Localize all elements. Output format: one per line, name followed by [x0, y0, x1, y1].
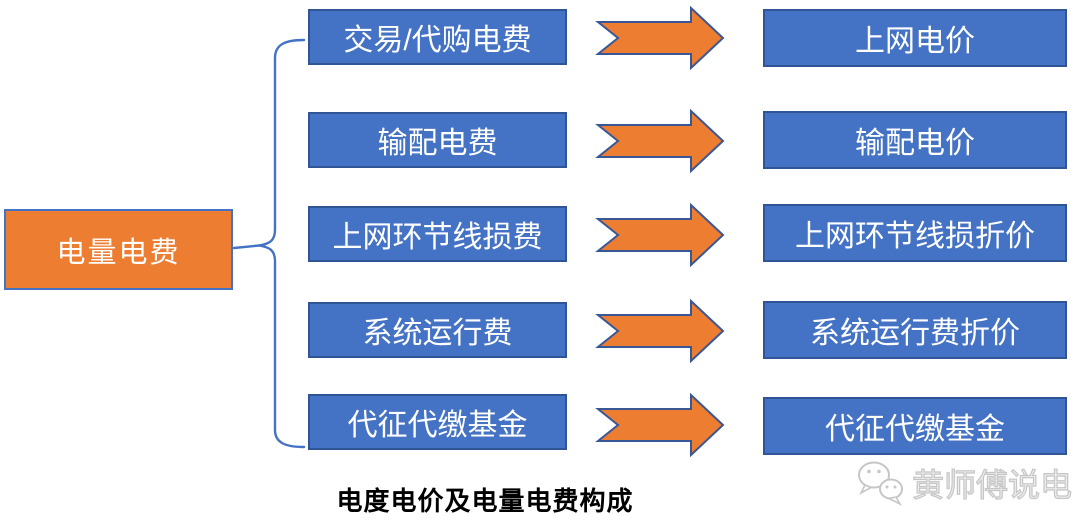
middle-box-label: 系统运行费 [362, 317, 513, 350]
source-box-label: 电量电费 [56, 236, 181, 269]
right-box-row4: 系统运行费折价 [763, 301, 1067, 359]
right-arrow-icon [595, 203, 725, 267]
middle-box-label: 代征代缴基金 [347, 409, 528, 442]
right-arrow-icon [595, 393, 725, 457]
right-box-label: 输配电价 [855, 127, 975, 160]
middle-box-row4: 系统运行费 [308, 302, 567, 358]
middle-box-row3: 上网环节线损费 [308, 206, 567, 262]
right-box-label: 上网电价 [855, 25, 975, 58]
right-box-label: 系统运行费折价 [810, 317, 1020, 350]
right-box-label: 代征代缴基金 [825, 413, 1005, 446]
diagram-caption: 电度电价及电量电费构成 [336, 486, 634, 516]
middle-box-label: 交易/代购电费 [343, 24, 532, 57]
right-box-row3: 上网环节线损折价 [763, 204, 1067, 262]
right-box-label: 上网环节线损折价 [795, 220, 1035, 253]
wechat-bubbles-icon [858, 461, 903, 506]
watermark-text: 黄师傅说电 [911, 466, 1073, 503]
middle-box-row5: 代征代缴基金 [308, 394, 567, 450]
source-box-dianliang-dianfei: 电量电费 [4, 209, 233, 290]
middle-box-label: 输配电费 [377, 127, 498, 160]
right-box-row5: 代征代缴基金 [763, 397, 1067, 455]
middle-box-label: 上网环节线损费 [332, 221, 543, 254]
middle-box-row2: 输配电费 [308, 112, 567, 168]
right-box-row2: 输配电价 [763, 111, 1067, 169]
right-arrow-icon [595, 299, 725, 363]
right-arrow-icon [595, 6, 725, 70]
right-arrow-icon [595, 109, 725, 173]
watermark: 黄师傅说电 [856, 458, 1076, 508]
middle-box-row1: 交易/代购电费 [308, 9, 567, 65]
right-box-row1: 上网电价 [763, 9, 1067, 67]
